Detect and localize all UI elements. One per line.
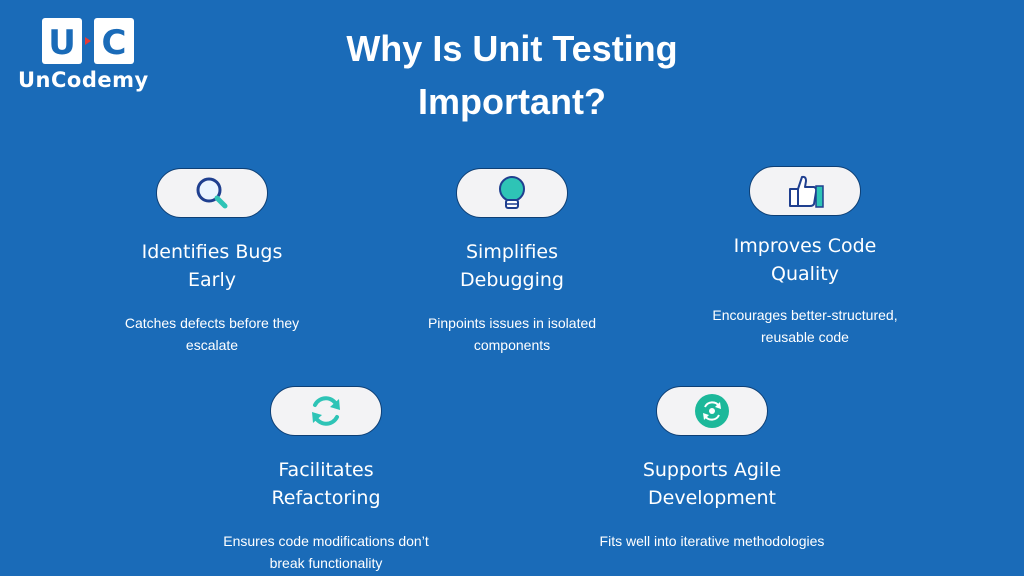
card-title: Identifies Bugs Early xyxy=(141,241,283,291)
card-title: Facilitates Refactoring xyxy=(271,459,381,509)
icon-pill xyxy=(456,168,568,218)
card-simplifies-debugging: Simplifies Debugging Pinpoints issues in… xyxy=(362,168,662,356)
title-line-2: Important? xyxy=(418,81,606,122)
uncodemy-logo: U C UnCodemy xyxy=(18,18,149,98)
card-identifies-bugs: Identifies Bugs Early Catches defects be… xyxy=(62,168,362,356)
magnifier-icon xyxy=(196,177,228,209)
refresh-icon xyxy=(312,396,340,426)
title-line-1: Why Is Unit Testing xyxy=(346,28,678,69)
icon-pill xyxy=(270,386,382,436)
card-description: Catches defects before they escalate xyxy=(124,315,300,353)
logo-letter-c: C xyxy=(102,23,127,63)
uc-logo-mark: U C xyxy=(42,18,134,64)
card-improves-code-quality: Improves Code Quality Encourages better-… xyxy=(655,166,955,348)
card-supports-agile: Supports Agile Development Fits well int… xyxy=(562,386,862,552)
thumbs-up-icon xyxy=(789,175,824,208)
icon-pill xyxy=(656,386,768,436)
card-description: Fits well into iterative methodologies xyxy=(599,533,825,549)
card-title: Simplifies Debugging xyxy=(460,241,564,291)
play-arrow-icon xyxy=(85,37,91,45)
brand-name: UnCodemy xyxy=(18,68,149,92)
icon-pill xyxy=(749,166,861,216)
agile-cycle-icon xyxy=(695,394,729,428)
lightbulb-icon xyxy=(499,176,525,209)
card-description: Pinpoints issues in isolated components xyxy=(427,315,597,353)
card-facilitates-refactoring: Facilitates Refactoring Ensures code mod… xyxy=(176,386,476,574)
card-description: Ensures code modifications don’t break f… xyxy=(223,533,429,571)
card-title: Improves Code Quality xyxy=(733,235,877,285)
icon-pill xyxy=(156,168,268,218)
page-title: Why Is Unit Testing Important? xyxy=(212,22,812,128)
card-description: Encourages better-structured, reusable c… xyxy=(712,307,898,345)
logo-letter-u: U xyxy=(48,23,76,63)
card-title: Supports Agile Development xyxy=(642,459,782,509)
